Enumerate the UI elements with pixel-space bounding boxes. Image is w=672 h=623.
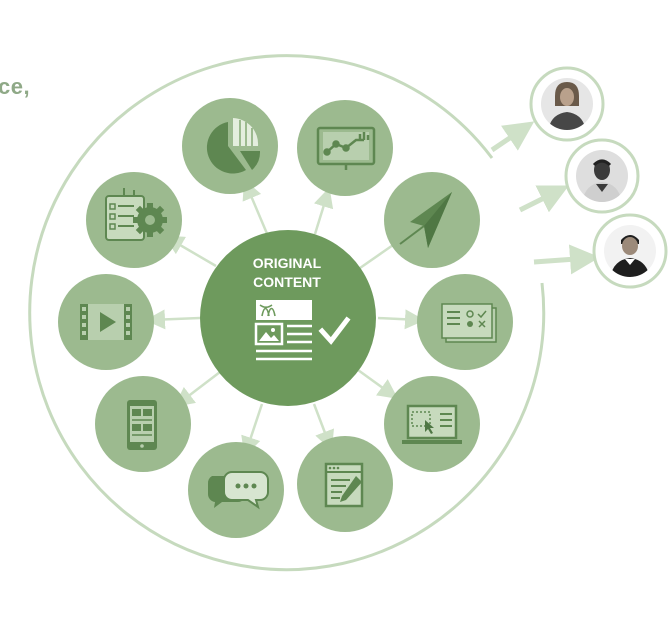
content-document-icon [254,300,312,361]
node-video [58,274,154,370]
man-avatar [610,235,650,277]
checklist-gear-icon [105,188,167,241]
heading-fragment: ce, [0,74,31,99]
laptop-screen-icon [402,404,462,444]
audience-avatar-1 [529,66,605,142]
node-workflow [86,172,182,268]
checklist-cards-icon [441,303,497,343]
checkmark-icon [318,316,351,345]
document-edit-icon [324,462,364,508]
man-avatar [582,159,622,202]
node-presentation [297,100,393,196]
node-forms [417,274,513,370]
node-article [297,436,393,532]
node-social [188,442,284,538]
audience-arrows [490,121,600,275]
center-title-line2: CONTENT [253,274,321,290]
woman-avatar [548,82,586,130]
video-player-icon [80,304,132,340]
paper-plane-icon [399,192,452,248]
center-node: ORIGINAL CONTENT [200,230,376,406]
outer-ring [28,54,546,572]
node-send [384,172,480,268]
chat-bubbles-icon [207,471,269,510]
audience-avatar-2 [564,138,640,214]
center-title-line1: ORIGINAL [253,255,322,271]
node-web [384,376,480,472]
node-analytics [182,98,278,194]
flowchart-board-icon [316,126,376,170]
mobile-phone-icon [127,400,157,450]
node-mobile [95,376,191,472]
pie-chart-icon [206,118,261,174]
audience-avatar-3 [592,213,668,289]
